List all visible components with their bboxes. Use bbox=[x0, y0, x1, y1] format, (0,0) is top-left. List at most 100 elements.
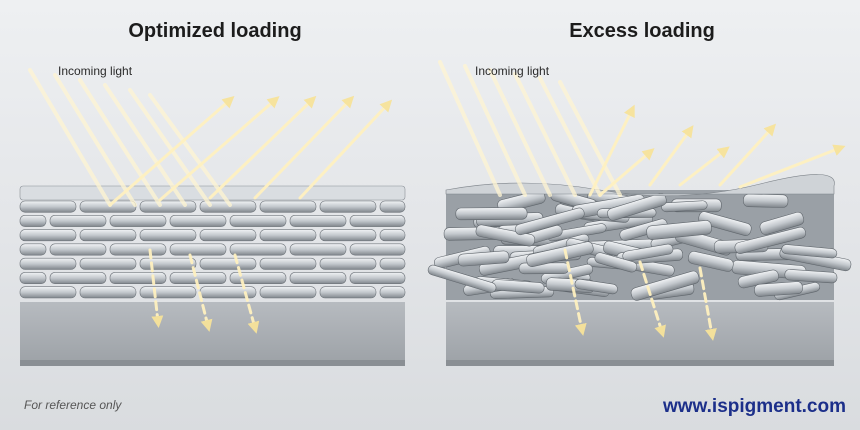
left-flake bbox=[379, 229, 406, 242]
left-flake bbox=[49, 243, 107, 256]
left-flake bbox=[259, 200, 317, 213]
left-flake bbox=[19, 214, 47, 227]
left-flake bbox=[19, 229, 77, 242]
left-incoming-light-label: Incoming light bbox=[58, 64, 133, 78]
right-flake bbox=[594, 252, 638, 273]
left-incoming-ray bbox=[53, 73, 137, 207]
right-flake bbox=[574, 278, 618, 295]
right-flake bbox=[743, 193, 789, 208]
website-link[interactable]: www.ispigment.com bbox=[663, 396, 846, 417]
left-incoming-ray bbox=[128, 88, 212, 207]
right-flake bbox=[630, 270, 700, 301]
left-flake bbox=[379, 286, 406, 299]
left-flake bbox=[169, 214, 227, 227]
right-flake bbox=[427, 264, 497, 293]
reference-note: For reference only bbox=[24, 398, 122, 412]
left-flake bbox=[319, 200, 377, 213]
left-incoming-ray bbox=[78, 78, 162, 207]
right-flake bbox=[784, 269, 838, 284]
left-flake bbox=[289, 243, 347, 256]
right-flake bbox=[754, 281, 803, 297]
left-flake bbox=[49, 214, 107, 227]
left-flake bbox=[139, 257, 197, 270]
left-flake bbox=[259, 257, 317, 270]
left-reflected-ray bbox=[108, 96, 235, 207]
right-substrate bbox=[446, 302, 834, 366]
left-flake bbox=[109, 272, 167, 285]
left-substrate bbox=[20, 302, 405, 366]
right-incoming-ray bbox=[513, 72, 577, 197]
right-transmitted-ray bbox=[638, 260, 666, 338]
left-flake bbox=[229, 272, 287, 285]
right-flake bbox=[455, 207, 528, 221]
right-flake bbox=[619, 218, 668, 241]
left-flake bbox=[19, 272, 47, 285]
right-flake bbox=[622, 243, 674, 262]
left-flake bbox=[349, 214, 406, 227]
right-incoming-ray bbox=[463, 64, 527, 197]
right-flake bbox=[526, 241, 594, 267]
right-flake bbox=[607, 193, 667, 221]
left-flake bbox=[79, 229, 137, 242]
left-flake bbox=[199, 229, 257, 242]
right-incoming-ray bbox=[538, 76, 602, 197]
left-flake bbox=[79, 257, 137, 270]
right-transmitted-ray bbox=[563, 248, 587, 336]
left-incoming-ray bbox=[28, 68, 112, 207]
right-transmitted-ray bbox=[698, 266, 717, 341]
right-panel-title: Excess loading bbox=[569, 20, 715, 42]
left-reflected-ray bbox=[253, 95, 355, 200]
right-flake bbox=[698, 211, 752, 236]
right-flake bbox=[518, 262, 570, 275]
left-flake bbox=[19, 257, 77, 270]
right-incoming-light-label: Incoming light bbox=[475, 64, 550, 78]
left-transmitted-ray bbox=[188, 253, 213, 332]
right-flake bbox=[734, 226, 806, 254]
left-transmitted-ray bbox=[148, 248, 164, 328]
right-flake bbox=[514, 207, 585, 236]
right-reflected-ray bbox=[588, 104, 635, 197]
left-flake bbox=[289, 272, 347, 285]
left-panel-title: Optimized loading bbox=[128, 20, 302, 42]
right-reflected-ray bbox=[648, 125, 694, 187]
right-incoming-ray bbox=[438, 60, 502, 197]
left-flake bbox=[259, 286, 317, 299]
left-flake bbox=[109, 243, 167, 256]
right-flake bbox=[759, 211, 805, 235]
left-flake bbox=[319, 229, 377, 242]
left-flake bbox=[229, 243, 287, 256]
left-flake bbox=[379, 200, 406, 213]
left-flake bbox=[199, 257, 257, 270]
right-reflected-ray bbox=[718, 123, 777, 187]
left-transmitted-ray bbox=[233, 253, 260, 334]
left-flake bbox=[19, 200, 77, 213]
left-incoming-ray bbox=[103, 83, 187, 207]
right-flake bbox=[661, 200, 708, 213]
right-substrate-shadow bbox=[446, 360, 834, 366]
right-flake-stack bbox=[427, 174, 852, 301]
left-flake bbox=[259, 229, 317, 242]
right-flake bbox=[687, 250, 734, 272]
left-substrate-shadow bbox=[20, 360, 405, 366]
right-flake bbox=[781, 244, 838, 259]
right-flake bbox=[457, 250, 510, 267]
right-incoming-ray bbox=[558, 80, 622, 197]
left-flake bbox=[49, 272, 107, 285]
right-flake bbox=[646, 220, 712, 240]
left-incoming-ray bbox=[148, 93, 232, 207]
right-flake bbox=[475, 224, 536, 247]
left-reflected-ray bbox=[158, 96, 280, 202]
left-reflected-ray bbox=[298, 99, 393, 200]
right-reflected-ray bbox=[678, 146, 730, 187]
left-flake bbox=[319, 257, 377, 270]
left-flake bbox=[319, 286, 377, 299]
left-flake bbox=[169, 243, 227, 256]
left-flake bbox=[109, 214, 167, 227]
left-flake bbox=[79, 286, 137, 299]
right-incoming-ray bbox=[488, 68, 552, 197]
light-rays bbox=[28, 60, 846, 341]
left-flake bbox=[139, 229, 197, 242]
left-flake bbox=[289, 214, 347, 227]
left-flake bbox=[139, 200, 197, 213]
